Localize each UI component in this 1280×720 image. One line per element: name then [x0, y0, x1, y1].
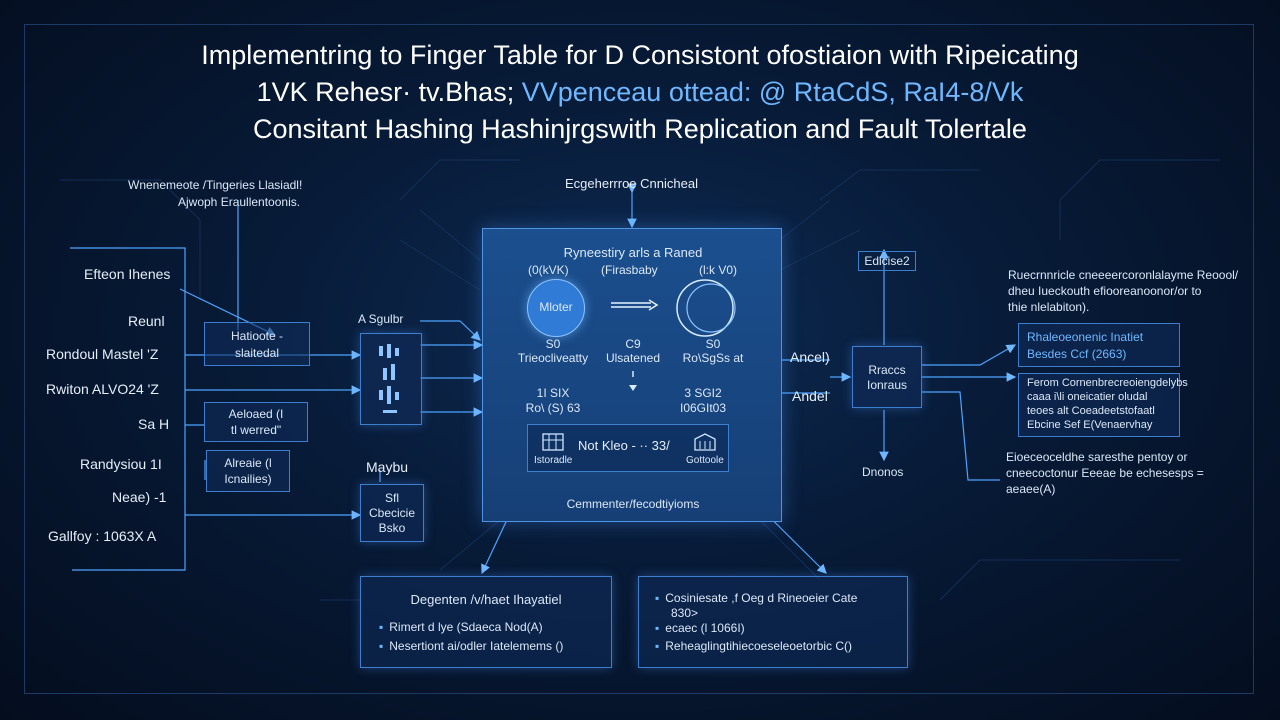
right-box-a-line-1: Rhaleoeonenic Inatiet: [1027, 330, 1144, 344]
server-grid-icon-left: [542, 433, 564, 451]
center-col-mid-1: C9: [625, 337, 641, 351]
mid-left-stack-box[interactable]: [360, 333, 422, 425]
inner-right-icon-label: Gottoole: [686, 455, 724, 466]
left-box-hatioote-line-2: slaitedal: [234, 346, 280, 360]
right-desc2-line-2: cneecoctonur Eeeae be echesesps =: [1006, 466, 1204, 480]
central-ring-box[interactable]: Ryneestiry arls a Raned (0(kVK) (Firasba…: [482, 228, 782, 522]
center-inner-panel[interactable]: Istoradle Not Kleo - ·· 33/ Gottoole: [527, 424, 729, 472]
right-box-b-line-3: teoes alt Coeadeetstofaatl: [1027, 405, 1155, 417]
center-row2-right-1: 3 SGI2: [684, 386, 722, 400]
diagram-frame: [24, 24, 1254, 694]
center-col-left-2: Trieocliveatty: [517, 351, 589, 365]
center-footer: Cemmenter/fecodtiyioms: [566, 497, 700, 511]
mid-left-low-line-1: Sfl: [384, 491, 399, 505]
right-hub-box[interactable]: Rraccs Ionraus: [852, 346, 922, 408]
bottom-right-item-3: ecaec (l 1066I): [655, 621, 744, 635]
down-arrow-icon: [629, 371, 637, 391]
title-line-2: 1VK Rehesr· tv.Bhas; VVpenceau ottead: @…: [30, 77, 1250, 108]
right-desc1-line-3: thie nlelabiton).: [1008, 300, 1090, 314]
label-ancel-lower: Andel: [792, 388, 828, 404]
bottom-right-item-4: Reheaglingtihiecoeseleoetorbic C(): [655, 639, 852, 653]
bottom-right-box[interactable]: Cosiniesate ,f Oeg d Rineoeier Cate 830>…: [638, 576, 908, 668]
node-circle-left-label: Mloter: [539, 300, 573, 314]
left-label-6: Randysiou 1I: [80, 456, 162, 472]
title-line-2-a: 1VK Rehesr· tv.Bhas;: [256, 77, 522, 107]
label-ancel-upper: Ancel): [790, 349, 830, 365]
center-sub-mid: (Firasbaby: [601, 263, 658, 277]
left-box-alreaie[interactable]: Alreaie (l Icnailies): [206, 450, 290, 492]
bottom-right-item-1: Cosiniesate ,f Oeg d Rineoeier Cate: [655, 591, 857, 605]
building-icon-right: [694, 433, 716, 451]
left-note-line-1: Wnenemeote /Tingeries Llasiadl!: [128, 178, 303, 192]
left-box-aeloaed-line-1: Aeloaed (I: [228, 407, 284, 421]
left-label-4: Rwiton ALVO24 'Z: [46, 381, 159, 397]
left-note-line-2: Ajwoph Eraullentoonis.: [178, 195, 301, 209]
right-box-b-line-2: caaa i\li oneicatier oludal: [1027, 391, 1148, 403]
left-label-2: Reunl: [128, 313, 165, 329]
left-box-alreaie-line-2: Icnailies): [224, 472, 272, 486]
right-hub-line-2: Ionraus: [866, 378, 908, 392]
left-box-hatioote[interactable]: Hatioote - slaitedal: [204, 322, 310, 366]
right-top-label: Edicise2: [864, 254, 910, 268]
mid-left-low-line-2: Cbecicie: [368, 506, 416, 520]
left-label-1: Efteon Ihenes: [84, 266, 171, 282]
left-box-hatioote-line-1: Hatioote -: [230, 329, 284, 343]
center-col-right-2: Ro\SgSs at: [682, 351, 744, 365]
center-heading: Ryneestiry arls a Raned: [563, 245, 703, 260]
center-row2-left-1: 1I SIX: [536, 386, 570, 400]
left-box-alreaie-line-1: Alreaie (l: [224, 456, 272, 470]
center-row2-left-2: Ro\ (S) 63: [525, 401, 581, 415]
left-box-aeloaed-line-2: tl werred": [230, 423, 282, 437]
title-line-1: Implementring to Finger Table for D Cons…: [201, 40, 1079, 70]
label-agsuit: A Sgulbr: [358, 312, 404, 326]
center-col-mid-2: Ulsatened: [605, 351, 661, 365]
right-box-b-line-1: Ferom Cornenbrecreoiengdelybs: [1027, 377, 1188, 389]
right-desc1-line-1: Ruecrnnricle cneeeercoronlalayme Reoool/: [1008, 268, 1239, 282]
right-box-b-line-4: Ebcine Sef E(Venaervhay: [1027, 419, 1153, 431]
top-center-label: Ecgeherrroe Cnnicheal: [565, 176, 698, 191]
title-line-3: Consitant Hashing Hashinjrgswith Replica…: [253, 114, 1027, 144]
bottom-left-box[interactable]: Degenten /v/haet Ihayatiel Rimert d lye …: [360, 576, 612, 668]
inner-left-icon-label: Istoradle: [534, 455, 573, 466]
node-ring-right-icon[interactable]: [673, 276, 737, 340]
right-box-a[interactable]: Rhaleoeonenic Inatiet Besdes Ccf (2663): [1018, 323, 1180, 367]
title-line-2-b: VVpenceau ottead: @ RtaCdS, RaI4-8/Vk: [521, 77, 1024, 107]
center-col-right-1: S0: [705, 337, 721, 351]
center-inner-text: Not Kleo - ·· 33/: [578, 438, 670, 453]
left-label-5: Sa H: [138, 416, 170, 432]
center-sub-left: (0(kVK): [528, 263, 569, 277]
right-box-a-line-2: Besdes Ccf (2663): [1027, 347, 1127, 361]
bottom-right-item-2: 830>: [671, 606, 699, 620]
label-maybu: Maybu: [366, 459, 409, 475]
right-desc1-line-2: dheu Iueckouth efiooreanoonor/or to: [1008, 284, 1202, 298]
left-label-7: Neae) -1: [112, 489, 167, 505]
label-dronos: Dnonos: [862, 465, 904, 479]
left-box-aeloaed[interactable]: Aeloaed (I tl werred": [204, 402, 308, 442]
mid-left-low-box[interactable]: Sfl Cbecicie Bsko: [360, 484, 424, 542]
center-row2-right-2: I06GIt03: [679, 401, 727, 415]
background-traces: [60, 159, 1220, 601]
vertical-dots-icon: [379, 344, 399, 413]
bottom-left-item-2: Nesertiont ai/odler Iatelemems (): [379, 639, 563, 653]
left-label-8: Gallfoy : 1063X A: [48, 528, 157, 544]
bottom-left-item-1: Rimert d lye (Sdaeca Nod(A): [379, 620, 542, 634]
right-desc2-line-1: Eioeceoceldhe saresthe pentoy or: [1006, 450, 1188, 464]
center-sub-right: (l:k V0): [699, 263, 738, 277]
right-box-b[interactable]: Ferom Cornenbrecreoiengdelybs caaa i\li …: [1018, 373, 1188, 437]
center-col-left-1: S0: [545, 337, 561, 351]
right-top-label-box[interactable]: Edicise2: [858, 251, 916, 271]
bottom-left-title: Degenten /v/haet Ihayatiel: [410, 592, 562, 607]
right-desc2-line-3: aeaee(A): [1006, 482, 1056, 496]
mid-left-low-line-3: Bsko: [378, 521, 406, 535]
left-label-3: Rondoul Mastel 'Z: [46, 346, 159, 362]
arrow-right-icon: [611, 299, 659, 311]
right-hub-line-1: Rraccs: [868, 363, 906, 377]
node-circle-left[interactable]: Mloter: [527, 279, 585, 337]
